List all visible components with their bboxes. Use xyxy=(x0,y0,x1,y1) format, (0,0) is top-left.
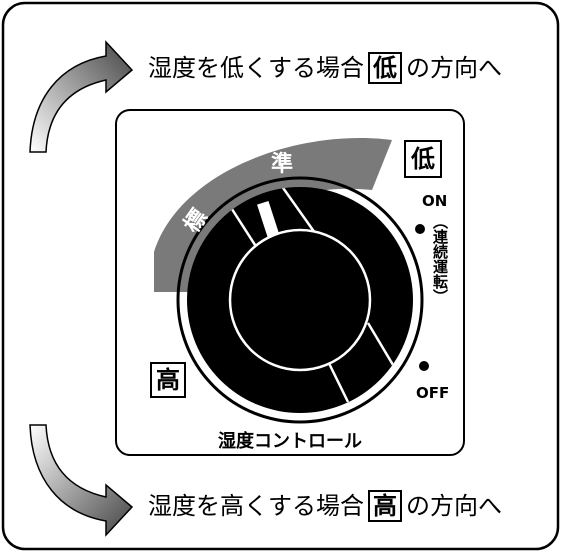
instruction-text: の方向へ xyxy=(406,54,502,82)
panel-title: 湿度コントロール xyxy=(218,431,362,452)
instruction-text: 湿度を低くする場合 xyxy=(148,54,364,82)
high-key-label: 高 xyxy=(368,490,402,522)
knob-center xyxy=(228,228,372,372)
instruction-text: 湿度を高くする場合 xyxy=(148,492,364,520)
lower-humidity-instruction: 湿度を低くする場合低の方向へ xyxy=(148,48,502,84)
high-label: 高 xyxy=(150,362,186,398)
on-note: （連続運転） xyxy=(431,214,449,304)
on-position-dot xyxy=(415,224,425,234)
low-key-label: 低 xyxy=(368,52,402,84)
knob-pointer xyxy=(257,200,279,238)
off-label: OFF xyxy=(416,384,450,402)
dial-ring xyxy=(176,176,424,424)
on-label: ON xyxy=(422,192,448,210)
band-label-right: 準 xyxy=(271,152,294,177)
higher-humidity-instruction: 湿度を高くする場合高の方向へ xyxy=(148,486,502,522)
arrow-higher-icon xyxy=(29,424,134,537)
instruction-text: の方向へ xyxy=(406,492,502,520)
arrow-lower-icon xyxy=(29,40,134,153)
low-label: 低 xyxy=(404,140,442,178)
off-position-dot xyxy=(419,361,429,371)
